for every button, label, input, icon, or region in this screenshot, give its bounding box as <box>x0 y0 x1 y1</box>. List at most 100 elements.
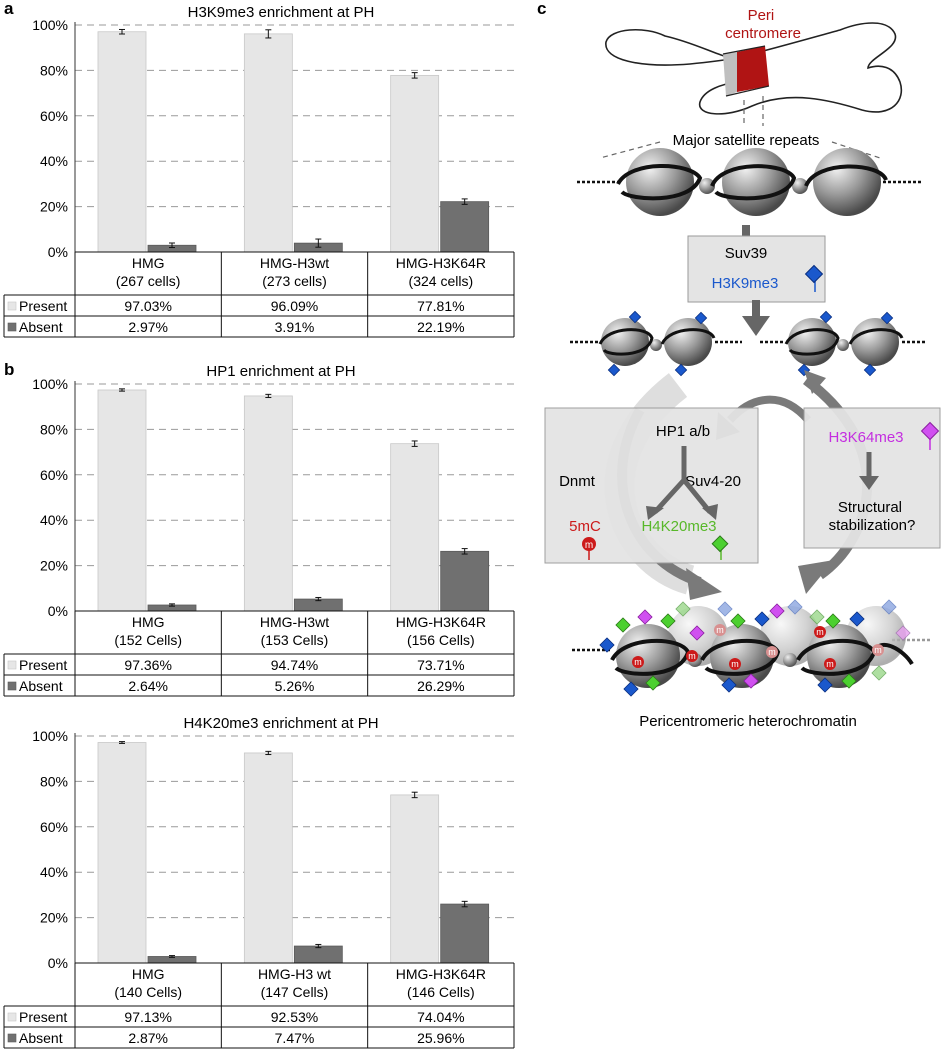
down-arrow-icon <box>859 476 879 490</box>
bar-present <box>97 31 147 253</box>
row-label: Absent <box>19 1030 63 1046</box>
bar-present <box>390 74 440 253</box>
category-label: HMG <box>132 255 165 271</box>
table-cell: 97.36% <box>124 657 171 673</box>
arrowhead-icon <box>686 568 722 600</box>
down-arrow-icon <box>742 316 770 336</box>
chart-title: H3K9me3 enrichment at PH <box>188 4 375 21</box>
structural-line2: stabilization? <box>829 517 916 534</box>
y-tick-label: 80% <box>40 62 68 78</box>
arrowhead-icon <box>702 504 718 520</box>
table-cell: 25.96% <box>417 1030 464 1046</box>
panel-label-a: a <box>4 0 14 18</box>
h3k64me3-label: H3K64me3 <box>828 429 903 446</box>
svg-text:m: m <box>816 627 824 637</box>
chart-title: H4K20me3 enrichment at PH <box>183 715 378 732</box>
category-label: (156 Cells) <box>407 632 475 648</box>
category-label: (147 Cells) <box>261 984 329 1000</box>
table-cell: 2.97% <box>128 319 168 335</box>
table-cell: 96.09% <box>271 298 318 314</box>
nucleosome <box>722 148 790 216</box>
y-tick-label: 0% <box>48 603 68 619</box>
category-label: (324 cells) <box>409 273 474 289</box>
linker-bead <box>792 178 808 194</box>
5mc-mark-icon: m <box>582 537 596 560</box>
category-label: HMG <box>132 966 165 982</box>
table-cell: 2.87% <box>128 1030 168 1046</box>
nucleosome <box>626 148 694 216</box>
legend-swatch <box>7 1033 17 1043</box>
structural-stabilization-label: Structural stabilization? <box>829 499 916 534</box>
y-tick-label: 60% <box>40 108 68 124</box>
suv39-label: Suv39 <box>725 245 768 262</box>
y-tick-label: 0% <box>48 955 68 971</box>
row-label: Absent <box>19 678 63 694</box>
svg-text:m: m <box>634 657 642 667</box>
nucleosome <box>813 148 881 216</box>
y-tick-label: 0% <box>48 244 68 260</box>
table-cell: 2.64% <box>128 678 168 694</box>
pericentromere-red <box>737 46 769 92</box>
y-tick-label: 40% <box>40 864 68 880</box>
y-tick-label: 60% <box>40 467 68 483</box>
category-label: (146 Cells) <box>407 984 475 1000</box>
table-cell: 22.19% <box>417 319 464 335</box>
centromere-grey <box>723 52 737 96</box>
y-tick-label: 20% <box>40 910 68 926</box>
category-label: HMG-H3wt <box>260 255 329 271</box>
bar-present <box>243 395 293 612</box>
major-satellite-label: Major satellite repeats <box>673 132 820 149</box>
y-tick-label: 80% <box>40 421 68 437</box>
bar-absent <box>293 945 343 964</box>
table-cell: 94.74% <box>271 657 318 673</box>
h3k64me3-mark-icon <box>920 421 940 450</box>
category-label: (273 cells) <box>262 273 327 289</box>
peri-label-line1: Peri <box>748 7 775 24</box>
y-tick-label: 20% <box>40 199 68 215</box>
category-label: (152 Cells) <box>114 632 182 648</box>
legend-swatch <box>7 322 17 332</box>
table-cell: 7.47% <box>275 1030 315 1046</box>
dnmt-label: Dnmt <box>559 473 596 490</box>
category-label: (140 Cells) <box>114 984 182 1000</box>
svg-text:m: m <box>716 625 724 635</box>
table-cell: 3.91% <box>275 319 315 335</box>
h3k9me3-mark-icon <box>804 264 824 292</box>
bar-present <box>243 33 293 253</box>
table-cell: 73.71% <box>417 657 464 673</box>
table-cell: 97.13% <box>124 1009 171 1025</box>
svg-text:m: m <box>874 645 882 655</box>
y-tick-label: 100% <box>32 17 68 33</box>
y-tick-label: 80% <box>40 773 68 789</box>
category-label: HMG-H3K64R <box>396 255 486 271</box>
suv39-box <box>687 235 826 303</box>
category-label: HMG-H3K64R <box>396 966 486 982</box>
table-cell: 26.29% <box>417 678 464 694</box>
category-label: HMG-H3 wt <box>258 966 331 982</box>
legend-swatch <box>7 1012 17 1022</box>
y-tick-label: 100% <box>32 728 68 744</box>
row-label: Absent <box>19 319 63 335</box>
y-tick-label: 20% <box>40 558 68 574</box>
suv420-label: Suv4-20 <box>685 473 741 490</box>
pericentromeric-heterochromatin-label: Pericentromeric heterochromatin <box>639 713 857 730</box>
bar-absent <box>440 550 490 612</box>
nucleosome-array-middle <box>570 310 926 377</box>
chart-title: HP1 enrichment at PH <box>206 363 355 380</box>
table-cell: 74.04% <box>417 1009 464 1025</box>
category-label: (267 cells) <box>116 273 181 289</box>
row-label: Present <box>19 298 67 314</box>
bar-present <box>97 389 147 612</box>
svg-text:m: m <box>688 651 696 661</box>
heterochromatin-diagram: Peri centromere Major satellite repeats … <box>544 7 941 730</box>
fivemc-label: 5mC <box>569 518 601 535</box>
legend-swatch <box>7 681 17 691</box>
peri-label-line2: centromere <box>725 25 801 42</box>
hp1-label: HP1 a/b <box>656 423 710 440</box>
svg-text:m: m <box>768 647 776 657</box>
chart-h4k20me3: H4K20me3 enrichment at PH0%20%40%60%80%1… <box>3 715 515 1049</box>
structural-line1: Structural <box>838 499 902 516</box>
arrowhead-icon <box>798 560 834 594</box>
category-label: HMG-H3wt <box>260 614 329 630</box>
